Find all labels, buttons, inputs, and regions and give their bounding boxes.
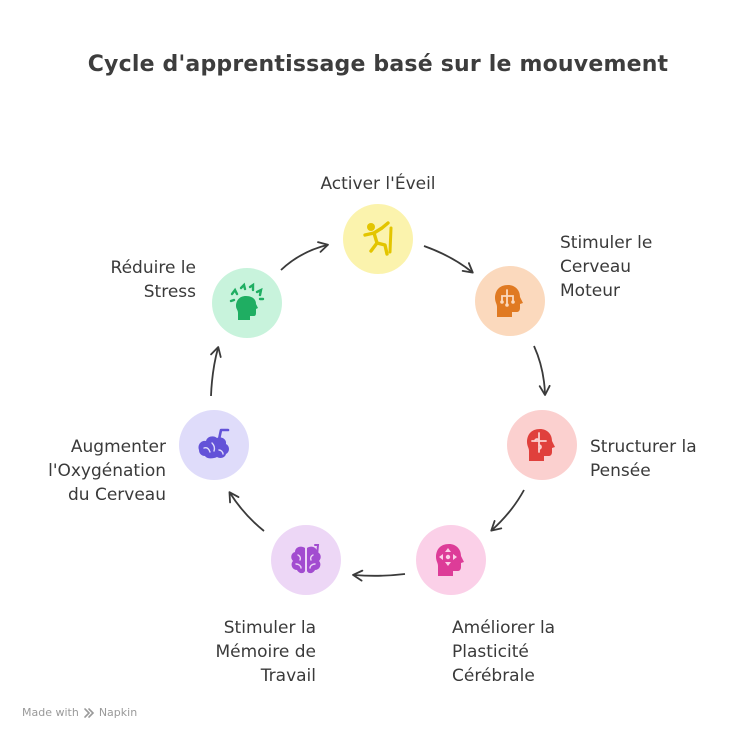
- arrow-1: [423, 245, 474, 274]
- step-label-reduire-stress: Réduire le Stress: [110, 258, 196, 302]
- arrow-6: [210, 346, 222, 397]
- arrow-5: [228, 491, 265, 532]
- step-label-structurer-pensee: Structurer la Pensée: [590, 437, 697, 481]
- step-label-augmenter-oxygenation: Augmenter l'Oxygénation du Cerveau: [48, 437, 166, 505]
- step-node-augmenter-oxygenation: [179, 410, 249, 480]
- head-arrows-icon: [436, 544, 464, 576]
- arrow-7: [280, 241, 329, 271]
- footer-brand: Napkin: [98, 706, 138, 719]
- footer-made-with: Made with: [22, 706, 79, 719]
- step-label-activer-eveil: Activer l'Éveil: [320, 174, 436, 194]
- footer-attribution[interactable]: Made with Napkin: [22, 706, 137, 719]
- napkin-logo-icon: [84, 707, 94, 718]
- step-label-stimuler-cerveau-moteur: Stimuler le Cerveau Moteur: [560, 233, 653, 301]
- head-puzzle-icon: [527, 429, 555, 461]
- head-brain-circuit-icon: [495, 285, 523, 317]
- arrow-2: [533, 345, 551, 396]
- brain-straw-icon: [198, 428, 230, 459]
- step-node-reduire-stress: [212, 268, 282, 338]
- step-node-activer-eveil: [343, 204, 413, 274]
- stressed-head-icon: [229, 282, 265, 320]
- person-jumping-icon: [363, 221, 393, 256]
- step-node-stimuler-cerveau-moteur: [475, 266, 545, 336]
- diagram-title: Cycle d'apprentissage basé sur le mouvem…: [87, 52, 669, 77]
- step-node-ameliorer-plasticite: [416, 525, 486, 595]
- step-node-structurer-pensee: [507, 410, 577, 480]
- arrow-3: [490, 489, 525, 532]
- step-label-ameliorer-plasticite: Améliorer la Plasticité Cérébrale: [452, 618, 556, 686]
- arrow-4: [352, 569, 406, 582]
- step-label-stimuler-memoire: Stimuler la Mémoire de Travail: [215, 618, 316, 686]
- step-node-stimuler-memoire: [271, 525, 341, 595]
- brain-icon: [291, 544, 321, 574]
